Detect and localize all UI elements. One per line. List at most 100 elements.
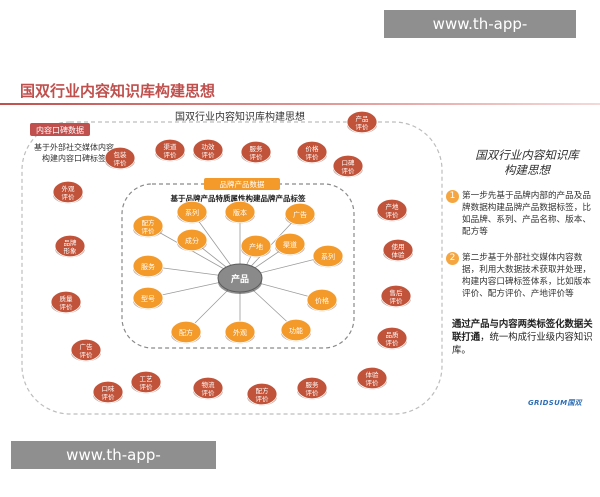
inner-node-10-label: 服务 (141, 262, 155, 271)
outer-node-3-label-1: 功效 (202, 142, 216, 151)
step-2: 2 第二步基于外部社交媒体内容数据，利用大数据技术获取并处理，构建内容口碑标签体… (446, 252, 596, 300)
inner-node-3-label: 广告 (293, 210, 307, 219)
outer-node-9-label-2: 评价 (390, 297, 404, 305)
outer-frame-title: 国双行业内容知识库构建思想 (175, 110, 305, 123)
inner-node-4 (312, 244, 344, 268)
outer-node-6-label-2: 评价 (342, 167, 356, 175)
outer-node-14 (192, 376, 224, 400)
outer-node-9-label-1: 售后 (390, 288, 404, 297)
outer-label-text: 内容口碑数据 (36, 125, 84, 135)
outer-node-11 (356, 366, 388, 390)
knowledge-base-diagram: 国双行业内容知识库构建思想内容口碑数据基于外部社交媒体内容构建内容口碑标签品牌产… (21, 110, 443, 415)
outer-node-11-label-1: 体验 (366, 370, 380, 379)
outer-node-11-label-2: 评价 (366, 379, 380, 387)
center-node (217, 263, 263, 293)
inner-node-9-label: 型号 (141, 294, 155, 303)
outer-node-8-label-1: 使用 (392, 242, 405, 251)
outer-node-19 (92, 380, 124, 404)
inner-node-8-label: 配方 (179, 328, 193, 337)
page-title: 国双行业内容知识库构建思想 (20, 82, 216, 100)
outer-node-13-label-1: 配方 (256, 386, 270, 395)
outer-node-5-label-1: 价格 (306, 144, 320, 153)
outer-node-18 (54, 234, 86, 258)
outer-node-3-label-2: 评价 (202, 151, 216, 159)
outer-node-10-label-2: 评价 (386, 339, 400, 347)
outer-node-7 (376, 198, 408, 222)
outer-node-7-label-1: 产地 (386, 202, 400, 211)
gridsum-logo: GRIDSUM国双 (528, 399, 582, 407)
step-1: 1 第一步先基于品牌内部的产品及品牌数据构建品牌产品数据标签，比如品牌、系列、产… (446, 190, 596, 238)
outer-node-20 (346, 110, 378, 134)
outer-node-0-label-1: 外观 (62, 184, 76, 193)
watermark-top: www.th-app-kaiyun.com (384, 10, 576, 61)
inner-node-11-label: 成分 (185, 236, 199, 245)
outer-node-12-label-1: 服务 (306, 380, 320, 389)
outer-node-18-label-2: 形象 (64, 246, 78, 255)
inner-node-7-label: 外观 (233, 328, 247, 337)
title-divider (0, 103, 600, 105)
outer-node-1 (104, 146, 136, 170)
outer-node-19-label-1: 口味 (102, 384, 116, 393)
inner-label-text: 品牌产品数据 (220, 179, 265, 189)
outer-node-4-label-2: 评价 (250, 153, 264, 161)
inner-node-0 (132, 214, 164, 238)
outer-node-12-label-2: 评价 (306, 389, 320, 397)
inner-node-13 (240, 234, 272, 258)
inner-node-6 (280, 318, 312, 342)
outer-node-7-label-2: 评价 (386, 211, 400, 219)
outer-node-6 (332, 154, 364, 178)
outer-node-2-label-2: 评价 (164, 151, 178, 159)
step-1-badge: 1 (446, 190, 459, 203)
side-title-line-2: 构建思想 (504, 163, 550, 177)
outer-node-20-label-1: 产品 (356, 114, 369, 123)
inner-node-12-label: 渠道 (283, 240, 297, 249)
outer-frame (21, 121, 443, 415)
outer-node-18-label-1: 品牌 (64, 238, 78, 247)
outer-node-1-label-1: 包装 (114, 150, 128, 159)
outer-node-14-label-2: 评价 (202, 389, 216, 397)
inner-node-2 (224, 200, 256, 224)
inner-node-8 (170, 320, 202, 344)
outer-node-2 (154, 138, 186, 162)
outer-desc-line-2: 构建内容口碑标签 (42, 153, 106, 163)
inner-node-9 (132, 286, 164, 310)
outer-node-8-label-2: 体验 (392, 250, 406, 259)
inner-node-5 (306, 288, 338, 312)
outer-node-15-label-1: 工艺 (140, 375, 154, 383)
inner-node-0-label-1: 配方 (142, 218, 156, 227)
outer-label-tag (30, 123, 90, 136)
outer-node-17 (50, 290, 82, 314)
inner-node-11 (176, 228, 208, 252)
outer-node-3 (192, 138, 224, 162)
outer-node-15 (130, 370, 162, 394)
inner-node-13-label: 产地 (249, 242, 263, 251)
inner-node-6-label: 功能 (289, 326, 303, 335)
inner-node-0-label-2: 评价 (142, 227, 156, 235)
center-node-label: 产品 (231, 273, 249, 285)
outer-node-10-label-1: 品质 (386, 330, 400, 339)
inner-label-tag (204, 178, 280, 190)
outer-node-16 (70, 338, 102, 362)
outer-node-13-label-2: 评价 (256, 395, 270, 403)
inner-node-1-label: 系列 (185, 208, 199, 217)
inner-node-7 (224, 320, 256, 344)
watermark-bottom: www.th-app-kaiyun.com (11, 441, 216, 492)
outer-node-5 (296, 140, 328, 164)
conclusion: 通过产品与内容两类标签化数据关联打通，统一构成行业级内容知识库。 (452, 318, 598, 357)
side-title-line-1: 国双行业内容知识库 (475, 148, 579, 162)
inner-node-3 (284, 202, 316, 226)
outer-node-9 (380, 284, 412, 308)
step-1-text: 第一步先基于品牌内部的产品及品牌数据构建品牌产品数据标签，比如品牌、系列、产品名… (462, 191, 591, 237)
step-2-text: 第二步基于外部社交媒体内容数据，利用大数据技术获取并处理，构建内容口碑标签体系，… (462, 253, 591, 299)
outer-node-14-label-1: 物流 (202, 380, 216, 389)
side-title: 国双行业内容知识库 构建思想 (462, 148, 592, 178)
outer-node-12 (296, 376, 328, 400)
outer-node-8 (382, 238, 414, 262)
outer-node-4-label-1: 服务 (250, 144, 264, 153)
outer-node-17-label-1: 质量 (60, 294, 74, 303)
outer-node-0-label-2: 评价 (62, 193, 76, 201)
inner-node-1 (176, 200, 208, 224)
outer-node-16-label-1: 广告 (80, 342, 94, 351)
inner-node-2-label: 版本 (233, 208, 247, 217)
outer-node-2-label-1: 渠道 (164, 142, 178, 151)
